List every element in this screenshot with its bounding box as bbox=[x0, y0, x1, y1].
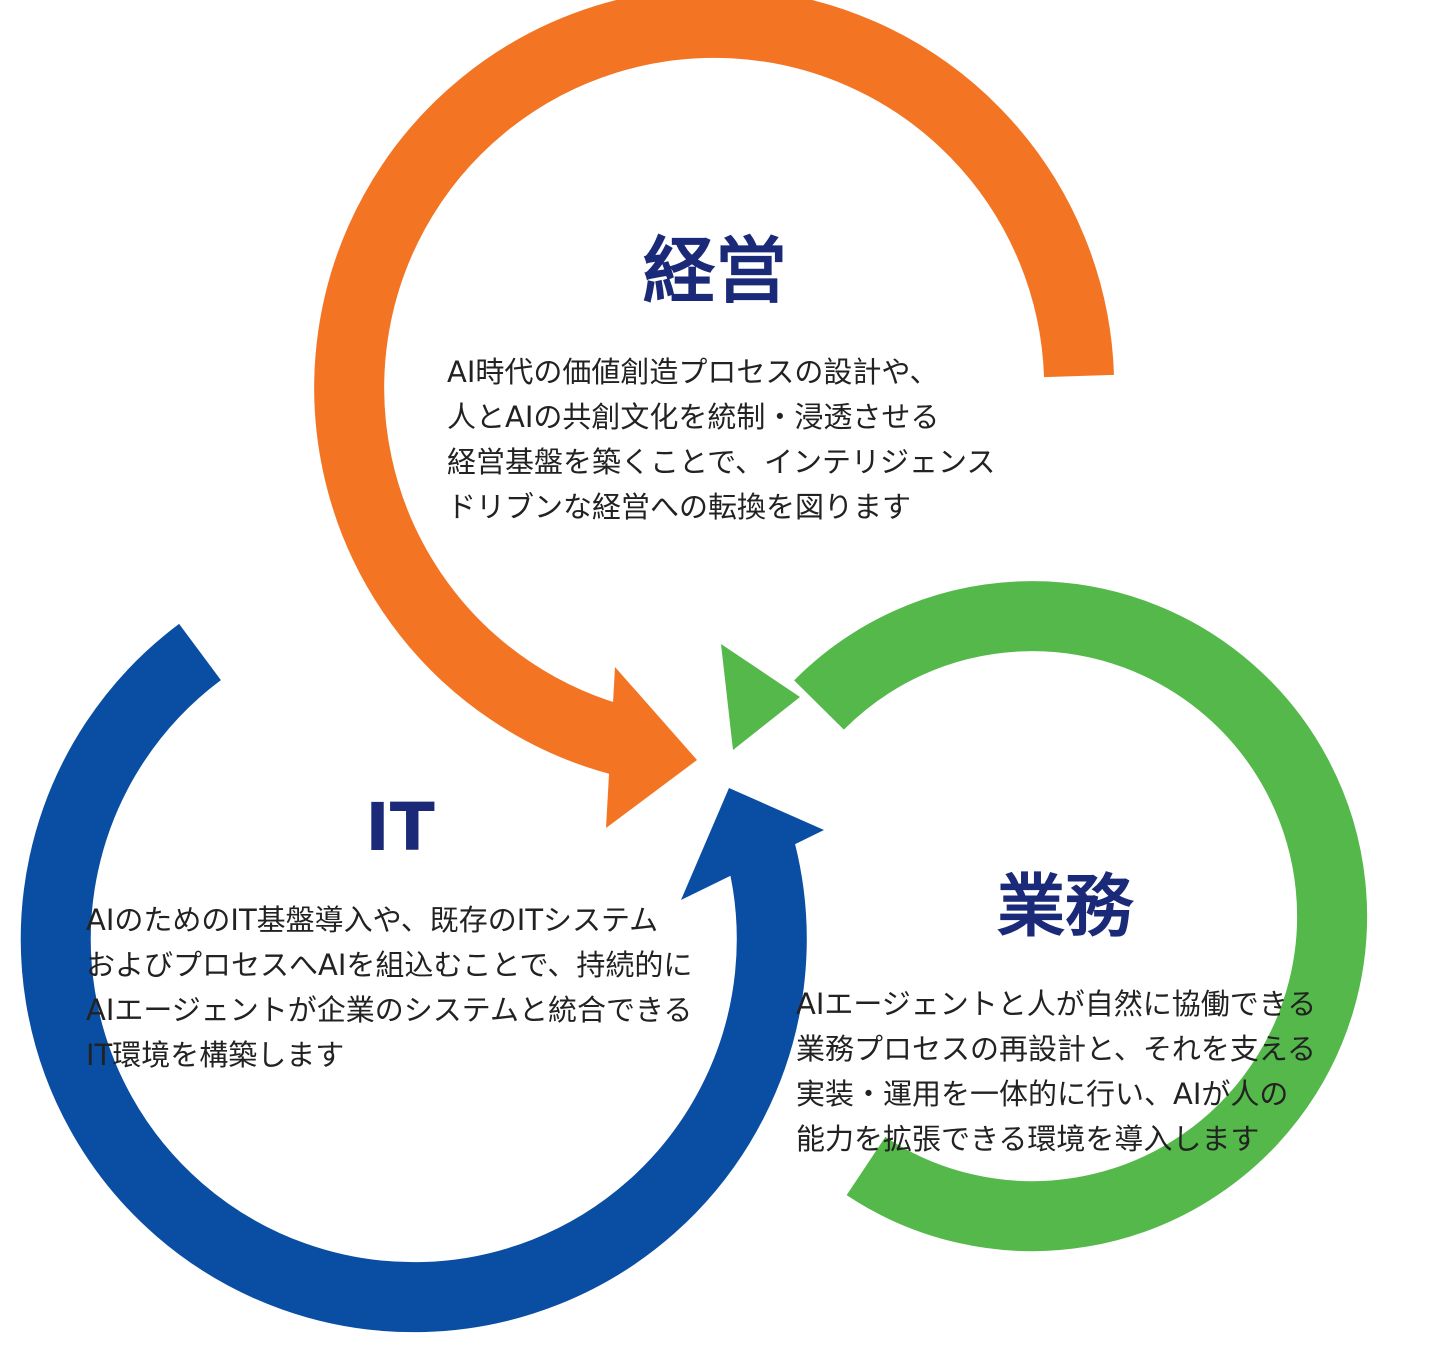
it-description-line: AIエージェントが企業のシステムと統合できる bbox=[86, 993, 693, 1027]
it-arc bbox=[20, 623, 807, 1333]
it-description-line: およびプロセスへAIを組込むことで、持続的に bbox=[86, 948, 693, 982]
gyomu-description-line: AIエージェントと人が自然に協働できる bbox=[796, 987, 1317, 1021]
gyomu-arrowhead bbox=[721, 644, 800, 750]
it-description-line: IT環境を構築します bbox=[86, 1038, 345, 1072]
it-arrowhead bbox=[681, 788, 824, 900]
keiei-description-line: 人とAIの共創文化を統制・浸透させる bbox=[447, 400, 940, 434]
it-description: AIのためのIT基盤導入や、既存のITシステム およびプロセスへAIを組込むこと… bbox=[86, 898, 692, 1078]
keiei-description: AI時代の価値創造プロセスの設計や、 人とAIの共創文化を統制・浸透させる 経営… bbox=[447, 350, 995, 530]
it-title: IT bbox=[365, 789, 435, 866]
gyomu-title: 業務 bbox=[996, 868, 1133, 947]
it-description-line: AIのためのIT基盤導入や、既存のITシステム bbox=[86, 903, 659, 937]
gyomu-description-line: 実装・運用を一体的に行い、AIが人の bbox=[796, 1077, 1289, 1111]
gyomu-description-line: 能力を拡張できる環境を導入します bbox=[796, 1122, 1260, 1156]
keiei-arc bbox=[314, 0, 1114, 778]
keiei-arrowhead bbox=[606, 667, 697, 828]
gyomu-description: AIエージェントと人が自然に協働できる 業務プロセスの再設計と、それを支える 実… bbox=[796, 982, 1316, 1162]
keiei-description-line: ドリブンな経営への転換を図ります bbox=[447, 490, 912, 524]
gyomu-description-line: 業務プロセスの再設計と、それを支える bbox=[796, 1032, 1316, 1066]
gyomu-arc bbox=[794, 581, 1368, 1252]
keiei-description-line: AI時代の価値創造プロセスの設計や、 bbox=[447, 355, 939, 389]
keiei-title: 経営 bbox=[642, 229, 787, 313]
keiei-description-line: 経営基盤を築くことで、インテリジェンス bbox=[447, 445, 996, 479]
